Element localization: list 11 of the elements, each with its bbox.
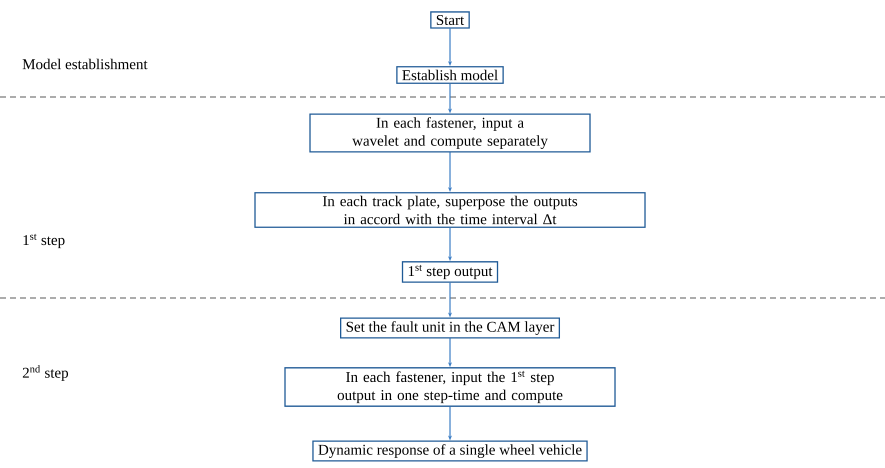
section-label: 2$^{nd}$ step (22, 365, 68, 381)
process-box: In each fastener, input the 1$^{st}$ step output in one step-time and compute (284, 367, 616, 407)
process-box: Set the fault unit in the CAM layer (340, 317, 560, 339)
process-box: 1$^{st}$ step output (402, 261, 498, 283)
process-box: In each fastener, input a wavelet and compute separately (309, 113, 591, 153)
process-box: Establish model (396, 66, 504, 84)
section-label: Model establishment (22, 58, 148, 70)
process-box: In each track plate, superpose the outputs in accord with the time interval Δt (254, 192, 646, 228)
process-box: Start (430, 11, 470, 29)
process-box: Dynamic response of a single wheel vehicle (312, 440, 588, 462)
section-label: 1$^{st}$ step (24, 234, 65, 248)
